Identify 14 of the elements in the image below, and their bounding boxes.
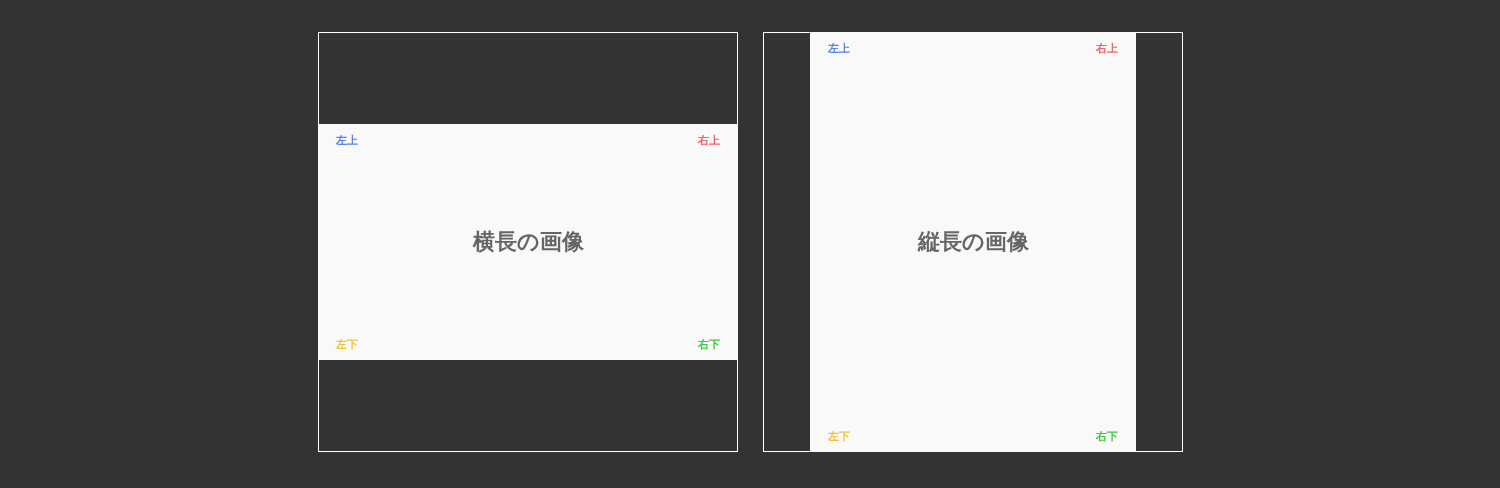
corner-label: 右下	[1096, 429, 1118, 444]
image-frame	[318, 32, 738, 452]
image-title: 縦長の画像	[917, 228, 1029, 256]
corner-label: 左上	[336, 133, 358, 148]
image-area	[318, 124, 738, 360]
corner-label: 左下	[828, 429, 850, 444]
corner-label: 右下	[698, 337, 720, 352]
image-frame	[763, 32, 1183, 452]
image-title: 横長の画像	[472, 228, 584, 256]
corner-label: 右上	[698, 133, 720, 148]
corner-label: 右上	[1096, 41, 1118, 56]
corner-label: 左下	[336, 337, 358, 352]
image-area	[810, 32, 1136, 452]
corner-label: 左上	[828, 41, 850, 56]
